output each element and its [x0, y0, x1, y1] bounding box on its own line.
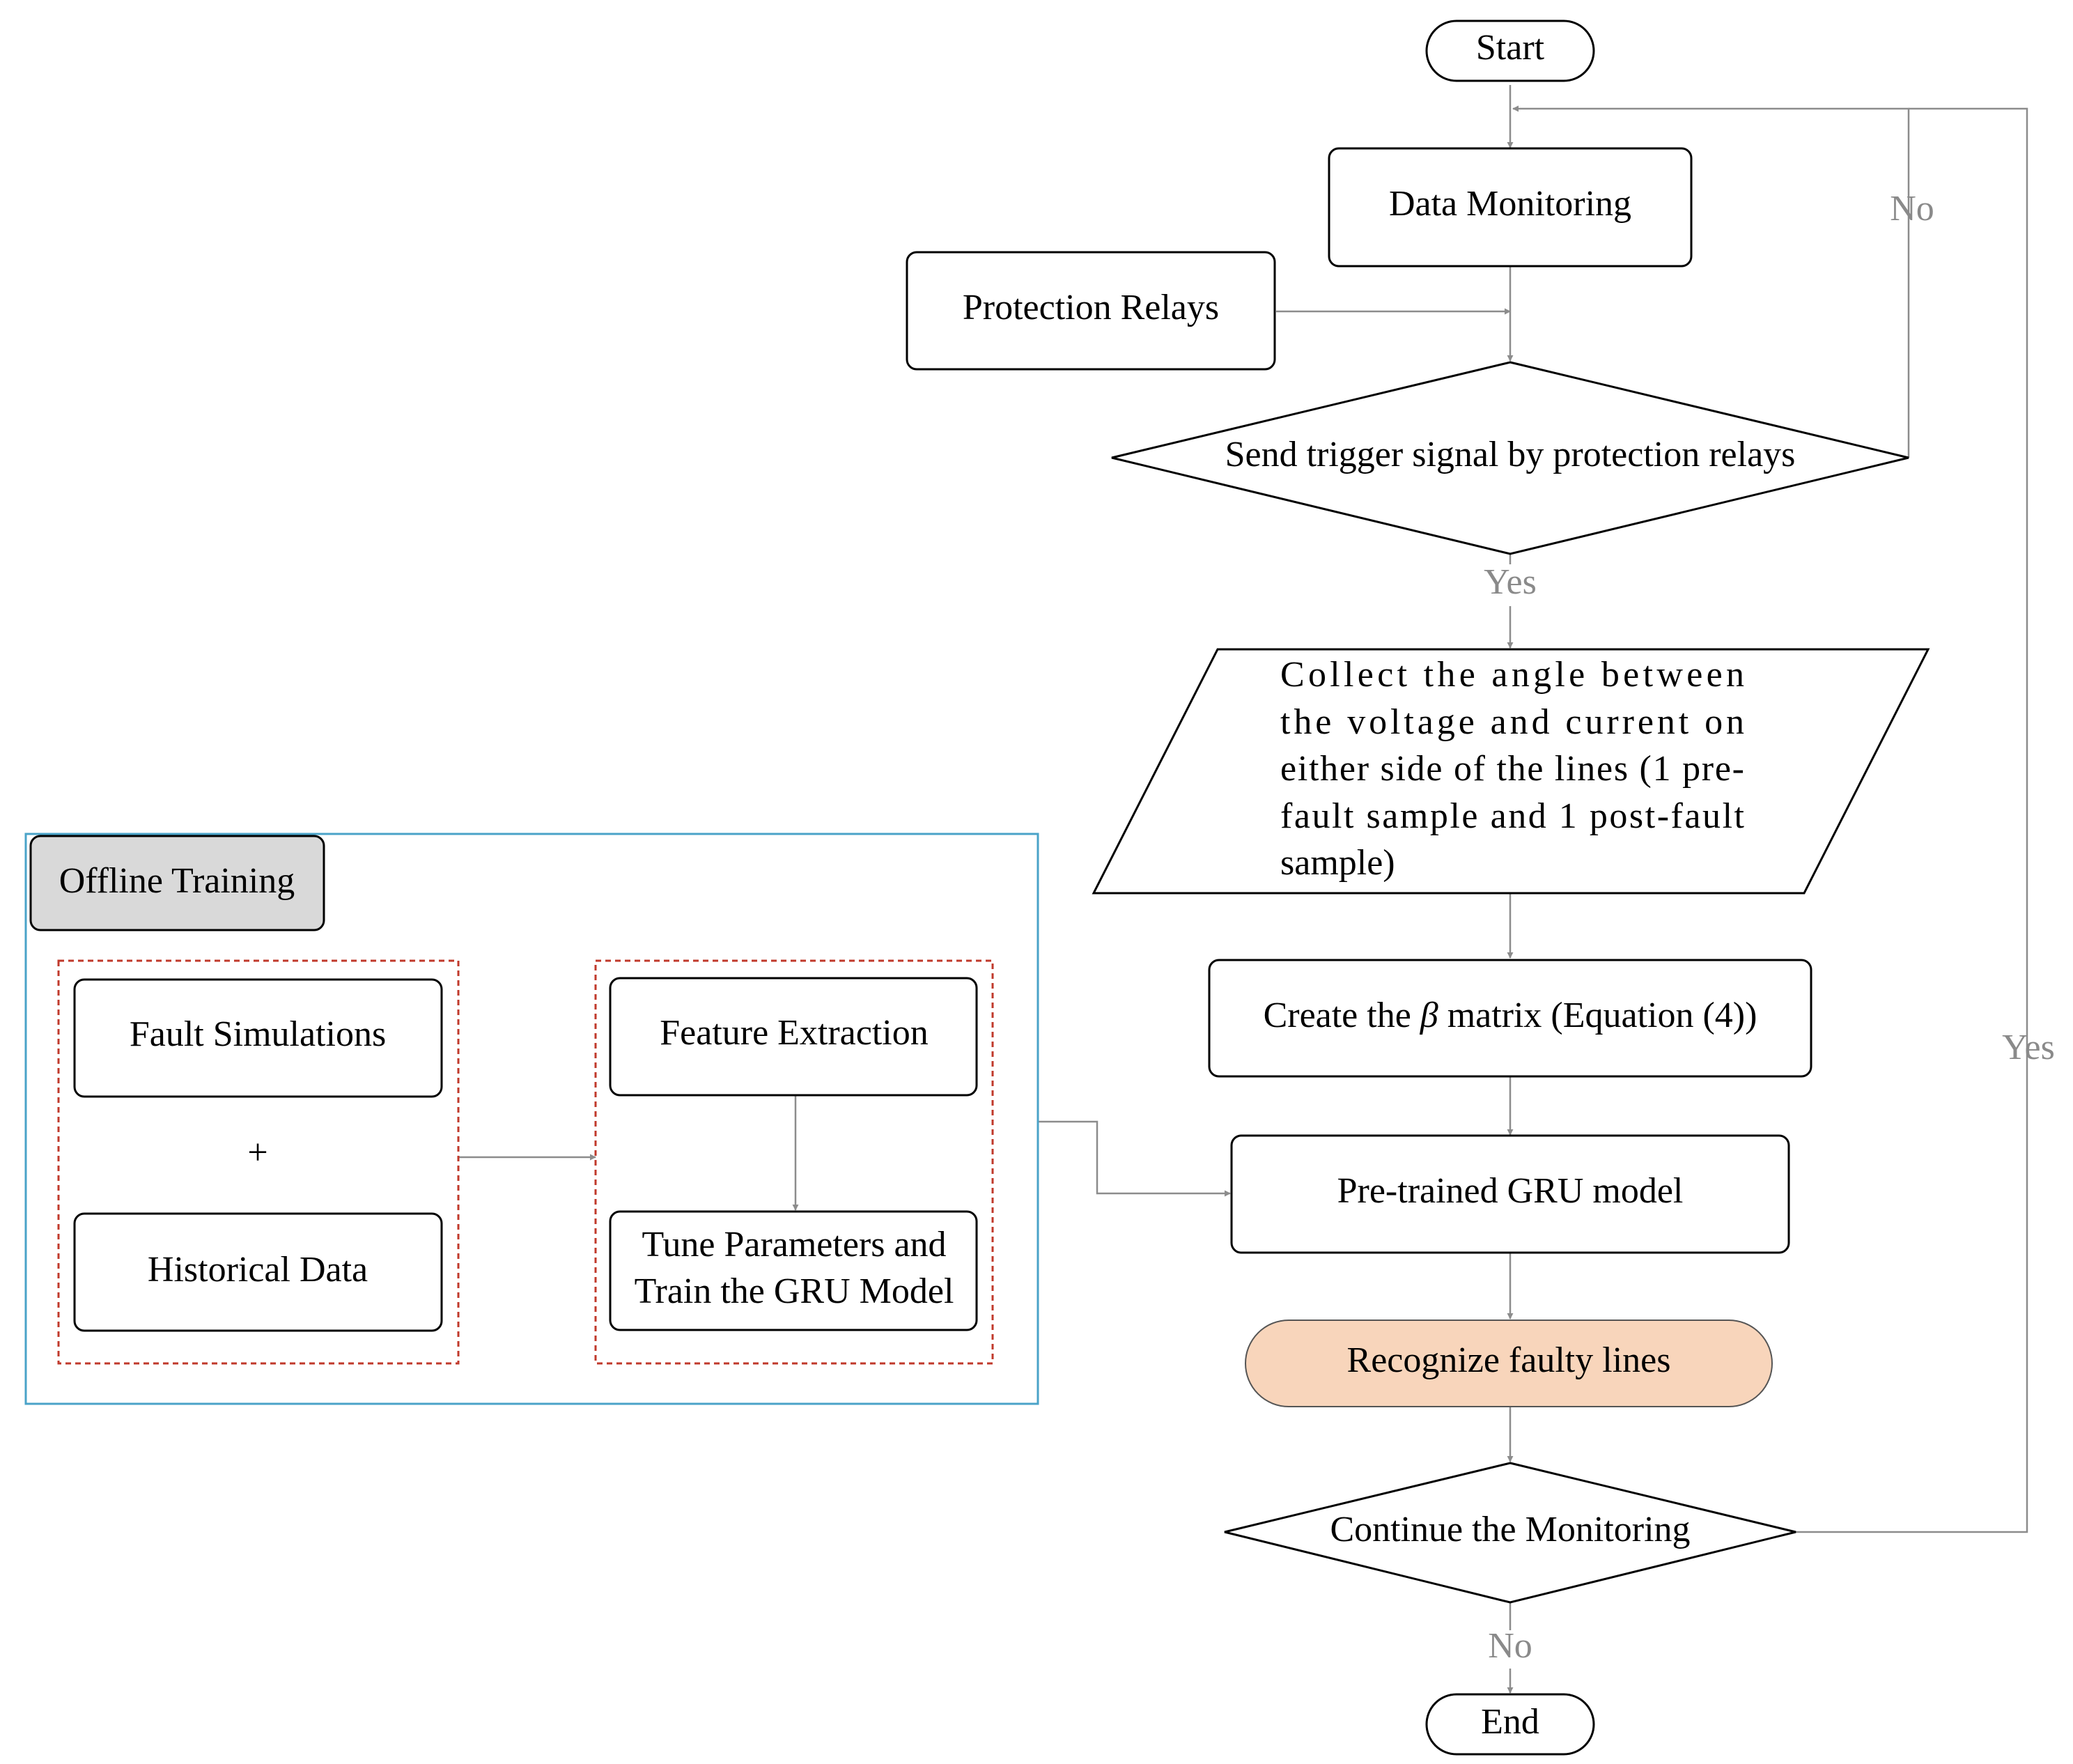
fault-simulations-box: Fault Simulations — [73, 978, 443, 1098]
collect-line-2: the voltage and current on — [1280, 702, 1744, 742]
trigger-decision-label: Send trigger signal by protection relays — [1225, 435, 1796, 474]
collect-line-5: sample) — [1280, 843, 1395, 883]
continue-decision-label: Continue the Monitoring — [1330, 1510, 1690, 1549]
offline-to-pretrained-arrow — [1038, 1120, 1231, 1197]
collect-angle-parallelogram: Collect the angle between the voltage an… — [1092, 648, 1930, 895]
collect-line-4: fault sample and 1 post-fault — [1280, 796, 1745, 836]
offline-training-panel: Offline Training Fault Simulations + His… — [24, 833, 1039, 1405]
beta-matrix-box: Create the β matrix (Equation (4)) — [1208, 959, 1812, 1078]
no-label-top: No — [1890, 189, 1934, 229]
continue-decision: Continue the Monitoring — [1224, 1462, 1796, 1604]
protection-relays-box: Protection Relays — [906, 251, 1276, 371]
no-label-bottom: No — [1488, 1626, 1532, 1666]
collect-line-1: Collect the angle between — [1280, 655, 1744, 695]
connectors — [458, 85, 2028, 1694]
historical-data-box: Historical Data — [73, 1212, 443, 1332]
beta-matrix-label: Create the β matrix (Equation (4)) — [1264, 996, 1757, 1035]
data-monitoring-label: Data Monitoring — [1389, 184, 1631, 224]
pretrained-gru-box: Pre-trained GRU model — [1230, 1134, 1790, 1254]
start-terminal: Start — [1425, 20, 1595, 82]
beta-symbol: β — [1420, 996, 1438, 1035]
recognize-terminal: Recognize faulty lines — [1245, 1320, 1773, 1407]
offline-training-title-label: Offline Training — [59, 861, 295, 901]
offline-training-frame — [24, 833, 1039, 1405]
feature-extraction-label: Feature Extraction — [660, 1013, 929, 1053]
tune-train-box: Tune Parameters and Train the GRU Model — [609, 1210, 978, 1331]
pretrained-gru-label: Pre-trained GRU model — [1337, 1171, 1684, 1211]
data-monitoring-box: Data Monitoring — [1328, 147, 1693, 268]
historical-data-label: Historical Data — [148, 1250, 368, 1290]
end-label: End — [1481, 1702, 1539, 1742]
tune-train-line-2: Train the GRU Model — [635, 1271, 954, 1311]
beta-suffix: matrix (Equation (4)) — [1438, 996, 1757, 1035]
trigger-decision: Send trigger signal by protection relays — [1111, 361, 1909, 555]
yes-label-mid: Yes — [1484, 562, 1537, 602]
model-training-group — [594, 959, 994, 1365]
protection-relays-label: Protection Relays — [963, 288, 1219, 327]
feature-extraction-box: Feature Extraction — [609, 977, 978, 1097]
data-sources-group — [57, 959, 460, 1365]
beta-prefix: Create the — [1264, 996, 1420, 1035]
fault-simulations-label: Fault Simulations — [130, 1014, 386, 1054]
recognize-label: Recognize faulty lines — [1347, 1340, 1671, 1380]
end-terminal: End — [1425, 1693, 1595, 1756]
yes-label-right: Yes — [2002, 1028, 2055, 1067]
tune-train-line-1: Tune Parameters and — [642, 1225, 946, 1264]
start-label: Start — [1476, 28, 1545, 68]
collect-line-3: either side of the lines (1 pre- — [1280, 749, 1744, 789]
plus-sign: + — [247, 1133, 267, 1173]
yes-loop-connector — [1796, 107, 2028, 1533]
offline-training-title: Offline Training — [29, 835, 325, 931]
